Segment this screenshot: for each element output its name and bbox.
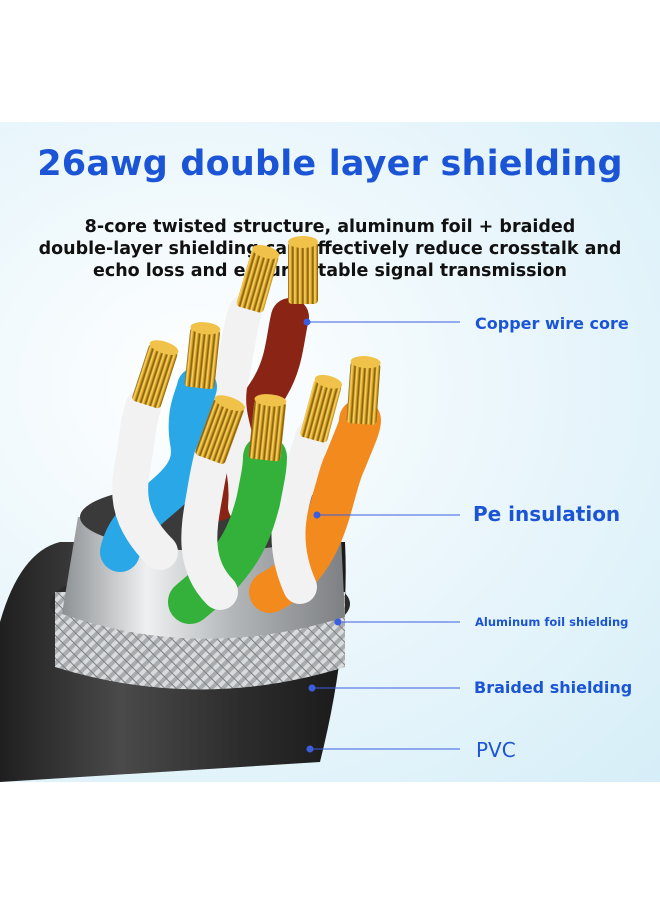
label-braided-shielding: Braided shielding [474,678,633,697]
copper-cores [132,236,381,464]
twisted-wires [100,295,381,624]
label-pe-insulation: Pe insulation [473,502,621,526]
label-pvc: PVC [476,738,516,762]
subtitle-line-3: echo loss and ensure stable signal trans… [92,261,568,281]
subtitle: 8-core twisted structure, aluminum foil … [0,216,660,282]
subtitle-line-1: 8-core twisted structure, aluminum foil … [84,217,576,237]
page-title: 26awg double layer shielding [37,144,623,184]
label-aluminum-foil-shielding: Aluminum foil shielding [475,615,629,629]
cable-cross-section-diagram [0,236,460,782]
label-copper-wire-core: Copper wire core [475,314,629,333]
subtitle-line-2: double-layer shielding can effectively r… [38,239,622,259]
leader-lines [303,318,460,753]
infographic-panel: 26awg double layer shielding 8-core twis… [0,122,660,782]
